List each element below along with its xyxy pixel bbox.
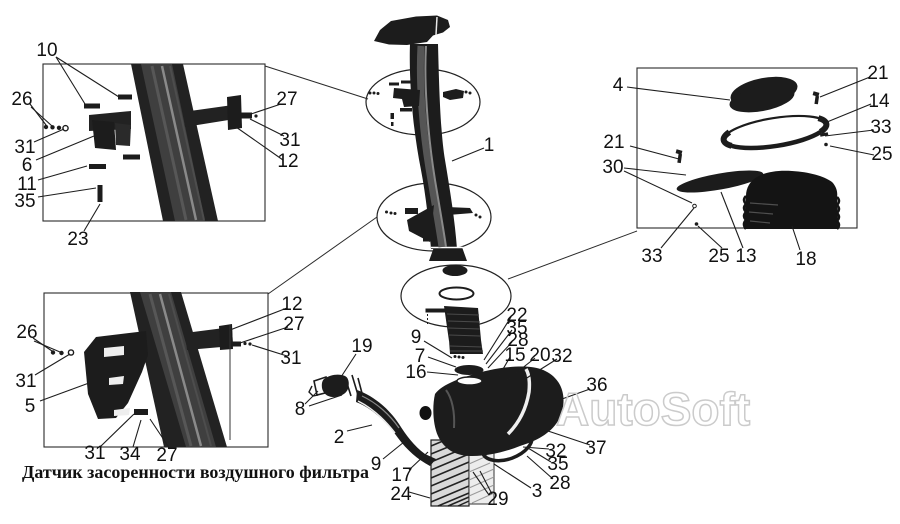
svg-text:34: 34 <box>119 444 141 465</box>
svg-text:25: 25 <box>708 246 729 267</box>
svg-text:17: 17 <box>391 465 412 486</box>
svg-text:23: 23 <box>67 229 88 250</box>
svg-text:31: 31 <box>279 130 300 151</box>
svg-text:29: 29 <box>487 489 508 510</box>
svg-text:25: 25 <box>871 144 892 165</box>
svg-text:35: 35 <box>547 454 568 475</box>
svg-text:2: 2 <box>334 427 345 448</box>
svg-text:10: 10 <box>36 40 57 61</box>
svg-text:26: 26 <box>11 89 32 110</box>
svg-text:15: 15 <box>504 345 525 366</box>
svg-text:6: 6 <box>22 155 33 176</box>
svg-text:12: 12 <box>277 151 298 172</box>
svg-text:16: 16 <box>405 362 426 383</box>
svg-text:31: 31 <box>84 443 105 464</box>
svg-text:26: 26 <box>16 322 37 343</box>
svg-text:37: 37 <box>585 438 606 459</box>
svg-text:22: 22 <box>506 305 527 326</box>
svg-text:35: 35 <box>506 318 527 339</box>
svg-text:8: 8 <box>295 399 306 420</box>
svg-text:21: 21 <box>867 63 888 84</box>
svg-text:30: 30 <box>602 157 623 178</box>
svg-text:27: 27 <box>276 89 297 110</box>
svg-text:32: 32 <box>545 441 566 462</box>
svg-text:28: 28 <box>507 330 528 351</box>
svg-text:31: 31 <box>15 371 36 392</box>
svg-text:7: 7 <box>415 346 426 367</box>
svg-text:21: 21 <box>603 132 624 153</box>
svg-text:19: 19 <box>351 336 372 357</box>
svg-text:13: 13 <box>735 246 756 267</box>
svg-text:35: 35 <box>14 191 35 212</box>
svg-text:32: 32 <box>551 346 572 367</box>
svg-text:31: 31 <box>14 137 35 158</box>
svg-text:27: 27 <box>156 445 177 466</box>
svg-text:11: 11 <box>17 174 37 195</box>
svg-text:20: 20 <box>529 345 550 366</box>
svg-text:1: 1 <box>484 135 495 156</box>
svg-text:9: 9 <box>371 454 382 475</box>
svg-text:9: 9 <box>411 327 422 348</box>
svg-text:12: 12 <box>281 294 302 315</box>
svg-text:27: 27 <box>283 314 304 335</box>
svg-text:33: 33 <box>641 246 662 267</box>
svg-text:28: 28 <box>549 473 570 494</box>
svg-text:31: 31 <box>280 348 301 369</box>
svg-text:24: 24 <box>390 484 412 505</box>
svg-text:33: 33 <box>870 117 891 138</box>
svg-text:36: 36 <box>586 375 607 396</box>
svg-text:3: 3 <box>532 481 543 502</box>
svg-text:5: 5 <box>25 396 36 417</box>
svg-text:14: 14 <box>868 91 890 112</box>
svg-text:4: 4 <box>613 75 624 96</box>
svg-text:18: 18 <box>795 249 816 270</box>
